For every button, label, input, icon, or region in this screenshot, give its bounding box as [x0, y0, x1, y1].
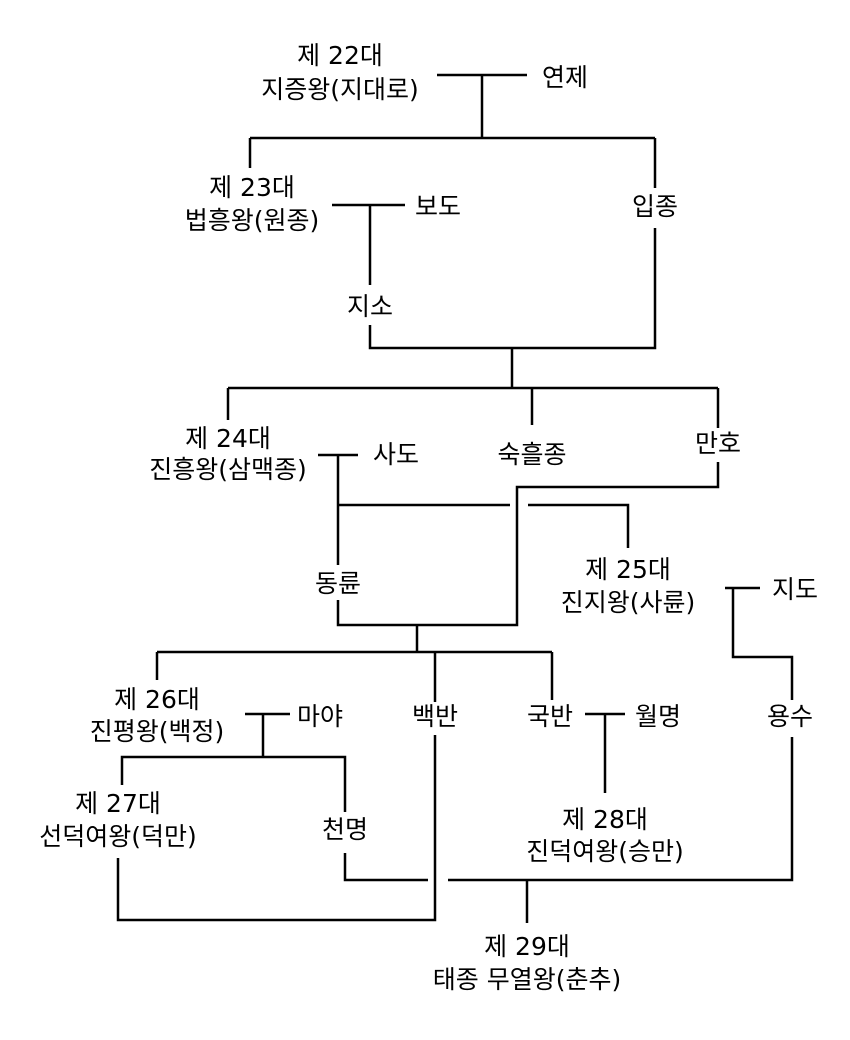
- king-24-name: 진흥왕(삼맥종): [149, 455, 307, 484]
- marriage-line-dongryun-manho: [336, 462, 720, 627]
- king-25-name: 진지왕(사륜): [561, 588, 696, 617]
- king-24-ordinal: 제 24대: [185, 424, 271, 453]
- king-23-ordinal: 제 23대: [209, 173, 295, 202]
- person-ipjong: 입종: [632, 192, 678, 221]
- person-dongryun: 동륜: [315, 569, 361, 598]
- king-23-name: 법흥왕(원종): [185, 206, 320, 235]
- person-gukban: 국반: [527, 702, 573, 731]
- descent-line: [731, 588, 794, 700]
- person-sukheuljong: 숙흘종: [497, 440, 566, 469]
- sibling-line: [528, 503, 630, 548]
- person-bodo: 보도: [415, 192, 461, 221]
- person-jiso: 지소: [347, 292, 393, 321]
- king-26-name: 진평왕(백정): [90, 717, 225, 746]
- person-wolmyeong: 월명: [635, 702, 681, 731]
- king-26-ordinal: 제 26대: [114, 685, 200, 714]
- person-jido: 지도: [772, 575, 818, 604]
- king-22-ordinal: 제 22대: [297, 41, 383, 70]
- person-cheonmyeong: 천명: [322, 815, 368, 844]
- king-29-ordinal: 제 29대: [484, 932, 570, 961]
- king-27-ordinal: 제 27대: [75, 789, 161, 818]
- person-labels: 제 22대 지증왕(지대로) 연제 제 23대 법흥왕(원종) 보도 입종 지소…: [39, 41, 818, 994]
- king-29-name: 태종 무열왕(춘추): [433, 965, 621, 994]
- person-yeonje: 연제: [542, 63, 588, 92]
- king-28-name: 진덕여왕(승만): [526, 837, 684, 866]
- marriage-line-cheonmyeong: [343, 853, 428, 882]
- person-maya: 마야: [297, 702, 343, 731]
- connector-lines: [116, 73, 794, 923]
- marriage-line-jiso-ipjong: [368, 228, 657, 350]
- marriage-line-yongsu: [448, 737, 794, 882]
- relation-line-27-baekban: [116, 735, 437, 922]
- sibling-line: [120, 755, 347, 812]
- king-27-name: 선덕여왕(덕만): [39, 822, 197, 851]
- person-manho: 만호: [695, 429, 741, 458]
- person-baekban: 백반: [412, 702, 458, 731]
- king-25-ordinal: 제 25대: [585, 555, 671, 584]
- king-22-name: 지증왕(지대로): [261, 75, 419, 104]
- person-yongsu: 용수: [767, 702, 813, 731]
- king-28-ordinal: 제 28대: [562, 805, 648, 834]
- person-sado: 사도: [373, 440, 419, 469]
